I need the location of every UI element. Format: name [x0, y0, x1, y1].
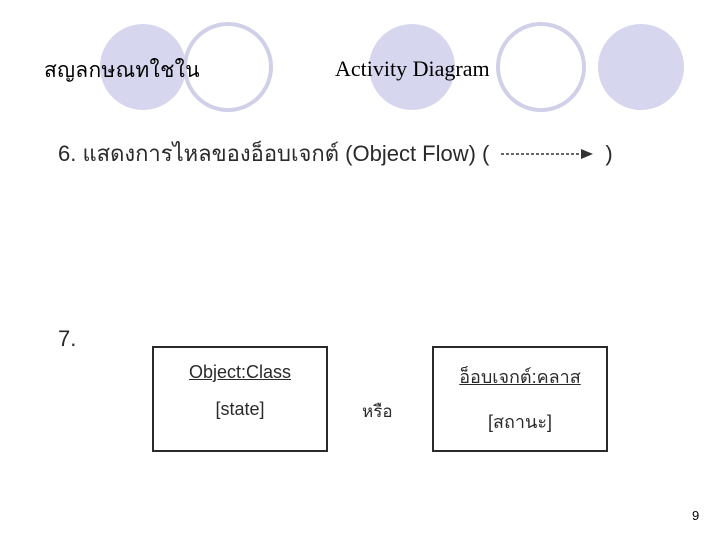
- dashed-arrow-icon: [499, 144, 595, 164]
- object-class-label-thai: อ็อบเจกต์:คลาส: [459, 367, 581, 387]
- object-box-thai: อ็อบเจกต์:คลาส [สถานะ]: [432, 346, 608, 452]
- page-number: 9: [692, 508, 700, 523]
- item-7-number: 7.: [58, 326, 77, 351]
- or-label: หรือ: [362, 402, 393, 422]
- item-6-object-flow: 6. แสดงการไหลของอ็อบเจกต์ (Object Flow) …: [58, 136, 613, 171]
- deco-circle-ring-2: [496, 22, 586, 112]
- object-state-label-thai: [สถานะ]: [488, 412, 552, 432]
- slide-title-thai: สญลกษณทใชใน: [44, 58, 200, 82]
- deco-circle-ring-1: [183, 22, 273, 112]
- deco-circle-filled-2: [369, 24, 455, 110]
- object-class-label: Object:Class: [188, 362, 292, 382]
- decorative-circles: [100, 22, 684, 112]
- object-box-english: Object:Class [state]: [152, 346, 328, 452]
- deco-circle-filled-3: [598, 24, 684, 110]
- slide-title: Activity Diagram: [335, 56, 490, 81]
- deco-circle-filled-1: [100, 24, 186, 110]
- item-6-text: 6. แสดงการไหลของอ็อบเจกต์ (Object Flow) …: [58, 141, 490, 166]
- item-6-close-paren: ): [605, 140, 613, 166]
- object-state-label: [state]: [215, 399, 265, 419]
